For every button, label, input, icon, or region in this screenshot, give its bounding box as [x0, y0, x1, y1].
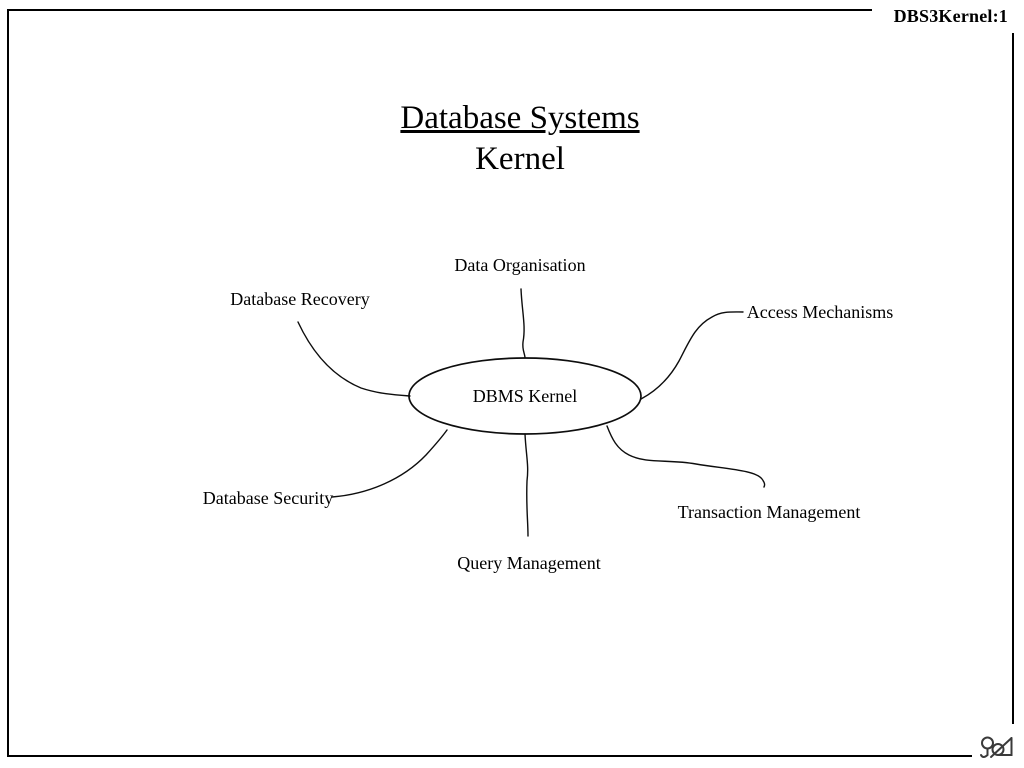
node-label-database-recovery: Database Recovery	[230, 289, 370, 309]
title-line-1: Database Systems	[400, 100, 640, 136]
connector-access-mechanisms	[640, 311, 744, 400]
presenter-signature-logo-icon	[980, 736, 1013, 758]
slide-id-label: DBS3Kernel:1	[872, 0, 1024, 33]
kernel-label: DBMS Kernel	[472, 386, 578, 406]
node-label-database-security: Database Security	[202, 488, 334, 508]
connector-database-recovery	[297, 321, 411, 397]
kernel-ellipse	[408, 357, 642, 435]
title-line-2: Kernel	[475, 140, 565, 177]
connector-transaction-management	[606, 425, 766, 488]
node-label-data-organisation: Data Organisation	[454, 255, 586, 275]
node-label-query-management: Query Management	[457, 553, 601, 573]
connector-query-management	[524, 433, 529, 537]
slide-border	[7, 9, 1014, 757]
node-label-access-mechanisms: Access Mechanisms	[746, 302, 894, 322]
node-label-transaction-management: Transaction Management	[677, 502, 861, 522]
connector-database-security	[331, 429, 448, 498]
slide-title: Database Systems Kernel	[400, 98, 639, 180]
logo-box	[972, 724, 1024, 768]
connector-data-organisation	[520, 288, 526, 359]
